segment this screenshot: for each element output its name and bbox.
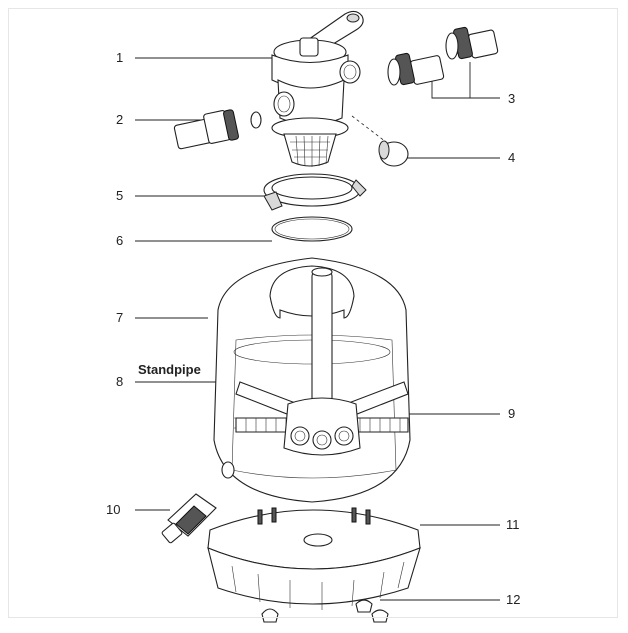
standpipe-callout: Standpipe [138,362,201,377]
laterals-hub [235,381,409,456]
leader-3a [431,80,500,99]
diagram-frame [8,8,618,618]
base-clips [261,599,389,623]
tank-drain [221,461,235,479]
label-3: 3 [508,91,515,106]
label-7: 7 [116,310,123,325]
standpipe [311,267,333,409]
valve-port-right [339,60,361,84]
label-5: 5 [116,188,123,203]
label-8: 8 [116,374,123,389]
label-4: 4 [508,150,515,165]
o-ring-small [250,111,262,129]
multiport-valve [271,10,391,167]
tank-o-ring [271,216,353,242]
valve-knob [299,37,319,57]
base-skirt [207,547,421,605]
drain-cap [378,140,409,167]
part-labels: 1 2 3 4 5 6 7 8 9 10 11 12 Standpipe [106,50,520,607]
label-10: 10 [106,502,120,517]
label-9: 9 [508,406,515,421]
label-11: 11 [506,517,520,532]
handle-grip [346,13,360,23]
valve-port-left [273,91,295,117]
union-fittings-right [387,26,499,86]
union-fitting-left [173,109,262,150]
drain-valve [161,493,217,544]
tank-base [207,507,421,610]
label-2: 2 [116,112,123,127]
clamp-ring [263,173,367,211]
label-6: 6 [116,233,123,248]
label-1: 1 [116,50,123,65]
label-12: 12 [506,592,520,607]
base-center-hole [303,533,333,547]
